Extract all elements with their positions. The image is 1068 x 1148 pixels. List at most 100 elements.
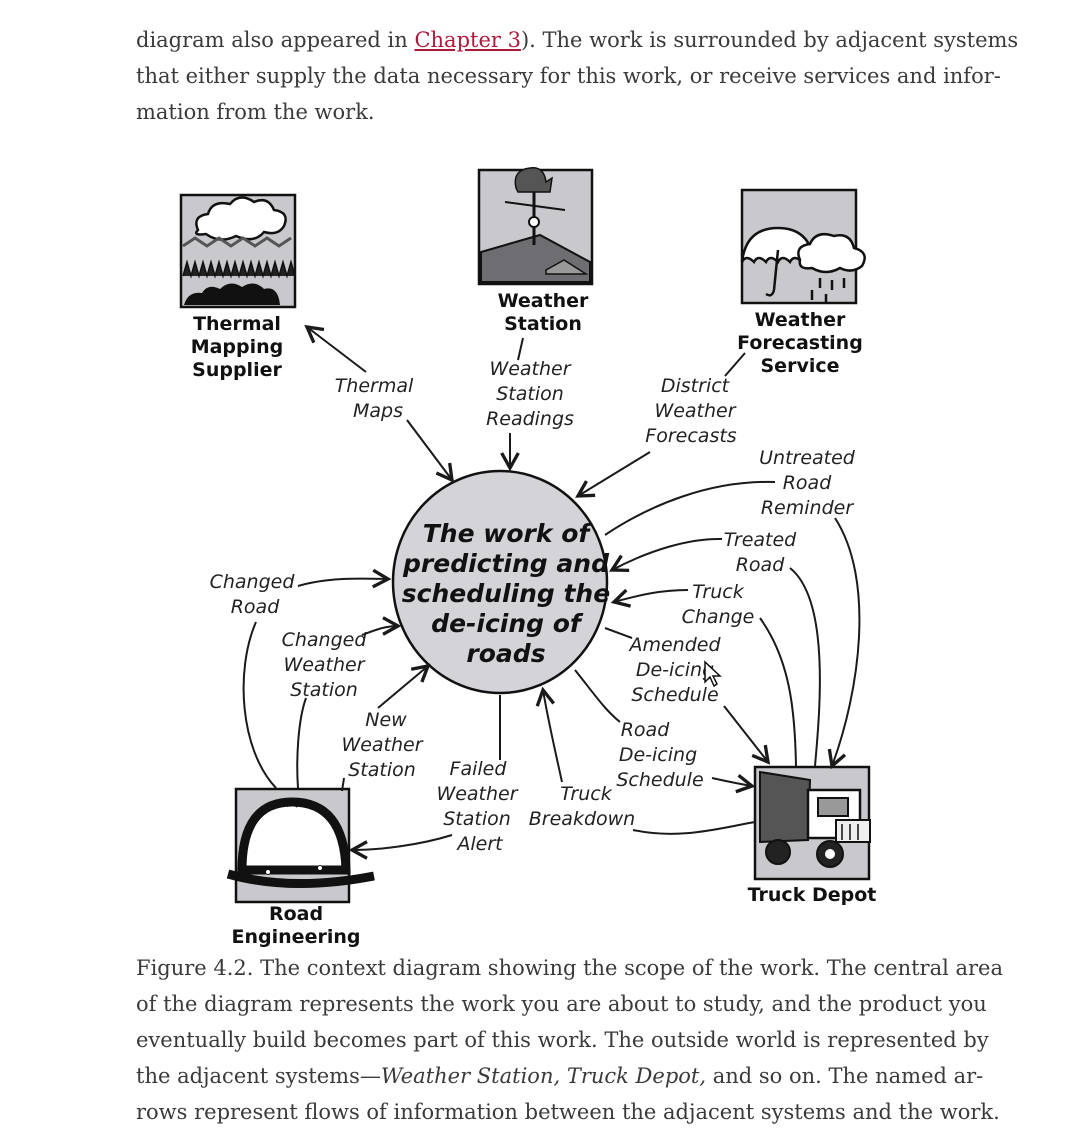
label-new-station-1: New: [365, 709, 407, 731]
label-road-schedule-2: De-icing: [619, 744, 697, 766]
forecasting-name-2: Forecasting: [737, 332, 863, 354]
label-amended-2: De-icing: [636, 659, 714, 681]
caption-line-4: the adjacent systems—Weather Station, Tr…: [136, 1064, 984, 1088]
label-changed-station-2: Weather: [283, 654, 365, 676]
caption-line-1: Figure 4.2. The context diagram showing …: [136, 956, 1004, 980]
label-breakdown-1: Truck: [560, 783, 612, 805]
label-failed-1: Failed: [450, 758, 508, 780]
intro-paragraph: diagram also appeared in Chapter 3). The…: [136, 22, 1019, 130]
weather-vane-icon: [480, 167, 591, 283]
thermal-maps-arrow-out: [307, 327, 367, 373]
label-changed-station-3: Station: [290, 679, 358, 701]
changed-station-arrow: [361, 626, 398, 636]
thermal-name-2: Mapping: [191, 336, 284, 358]
reminder-arrow: [832, 517, 861, 766]
changed-road-line: [242, 621, 277, 789]
label-reminder-1: Untreated: [759, 447, 856, 469]
road-eng-name-2: Engineering: [232, 926, 361, 948]
reminder-line-left: [604, 480, 776, 536]
label-road-schedule-3: Schedule: [616, 769, 703, 791]
work-line-1: The work of: [423, 519, 593, 548]
mouse-cursor-icon: [704, 660, 722, 688]
weather-station-name-2: Station: [504, 313, 582, 335]
new-station-arrow: [377, 666, 428, 709]
label-treated-2: Road: [736, 554, 785, 576]
figure-caption: Figure 4.2. The context diagram showing …: [136, 950, 1004, 1130]
label-readings-1: Weather: [489, 358, 571, 380]
new-station-line: [341, 777, 345, 792]
context-diagram: The work of predicting and scheduling th…: [179, 167, 877, 948]
intro-line-3: mation from the work.: [136, 100, 375, 124]
amended-arrow: [723, 705, 768, 762]
work-line-3: scheduling the: [402, 579, 610, 608]
forecasts-arrow: [578, 451, 651, 496]
label-thermal-maps-2: Maps: [353, 400, 403, 422]
label-forecasts-1: District: [661, 375, 731, 397]
umbrella-rain-icon: [740, 226, 866, 302]
caption-line-5: rows represent flows of information betw…: [136, 1100, 1000, 1124]
amended-line: [604, 627, 633, 639]
label-readings-2: Station: [496, 383, 564, 405]
work-line-5: roads: [466, 639, 545, 668]
label-changed-road-1: Changed: [210, 571, 296, 593]
label-new-station-2: Weather: [341, 734, 423, 756]
label-thermal-maps-1: Thermal: [335, 375, 414, 397]
label-changed-station-1: Changed: [282, 629, 368, 651]
weather-station-name-1: Weather: [498, 290, 589, 312]
label-truck-change-1: Truck: [692, 581, 744, 603]
dump-truck-icon: [759, 770, 871, 868]
label-failed-3: Station: [443, 808, 511, 830]
readings-line-top: [517, 337, 524, 361]
label-breakdown-2: Breakdown: [529, 808, 635, 830]
work-line-4: de-icing of: [431, 609, 584, 638]
changed-road-arrow: [297, 579, 388, 586]
weather-station: Weather Station: [477, 167, 594, 335]
thermal-map-icon: [182, 196, 296, 305]
caption-line-2: of the diagram represents the work you a…: [136, 992, 987, 1016]
truck-change-arrow: [614, 590, 689, 602]
work-circle: The work of predicting and scheduling th…: [391, 469, 610, 695]
label-forecasts-2: Weather: [654, 400, 736, 422]
treated-road-arrow: [612, 537, 723, 570]
intro-line-1: diagram also appeared in Chapter 3). The…: [136, 28, 1019, 52]
failed-alert-arrow: [352, 834, 453, 850]
changed-station-line: [296, 697, 307, 789]
breakdown-line: [632, 821, 756, 835]
label-amended-1: Amended: [627, 634, 721, 656]
label-road-schedule-1: Road: [621, 719, 670, 741]
road-schedule-arrow: [711, 778, 752, 786]
label-forecasts-3: Forecasts: [645, 425, 736, 447]
truck-change-line: [759, 617, 797, 767]
thermal-mapping-supplier: Thermal Mapping Supplier: [179, 193, 297, 381]
label-failed-2: Weather: [436, 783, 518, 805]
truck-depot-name: Truck Depot: [748, 884, 877, 906]
caption-line-3: eventually build becomes part of this wo…: [136, 1028, 989, 1052]
thermal-name-3: Supplier: [192, 359, 282, 381]
flow-arrows: [242, 327, 861, 850]
forecasting-name-3: Service: [761, 355, 840, 377]
intro-line-2: that either supply the data necessary fo…: [136, 64, 1001, 88]
breakdown-arrow: [543, 690, 563, 783]
work-line-2: predicting and: [402, 549, 610, 578]
label-changed-road-2: Road: [231, 596, 280, 618]
label-reminder-2: Road: [783, 472, 832, 494]
label-reminder-3: Reminder: [761, 497, 854, 519]
weather-forecasting-service: Weather Forecasting Service: [737, 188, 866, 377]
thermal-maps-arrow-in: [406, 419, 452, 480]
road-engineering: Road Engineering: [226, 787, 375, 948]
label-readings-3: Readings: [486, 408, 574, 430]
hard-hat-icon: [226, 797, 375, 889]
forecasting-name-1: Weather: [755, 309, 846, 331]
truck-depot: Truck Depot: [748, 765, 877, 906]
treated-road-line: [789, 567, 821, 767]
chapter-3-link[interactable]: Chapter 3: [414, 28, 521, 52]
label-truck-change-2: Change: [682, 606, 755, 628]
road-eng-name-1: Road: [269, 903, 323, 925]
label-failed-4: Alert: [455, 833, 504, 855]
road-schedule-line: [574, 669, 621, 723]
forecasts-line-top: [724, 352, 746, 377]
label-amended-3: Schedule: [631, 684, 718, 706]
label-treated-1: Treated: [724, 529, 797, 551]
label-new-station-3: Station: [348, 759, 416, 781]
thermal-name-1: Thermal: [193, 313, 281, 335]
